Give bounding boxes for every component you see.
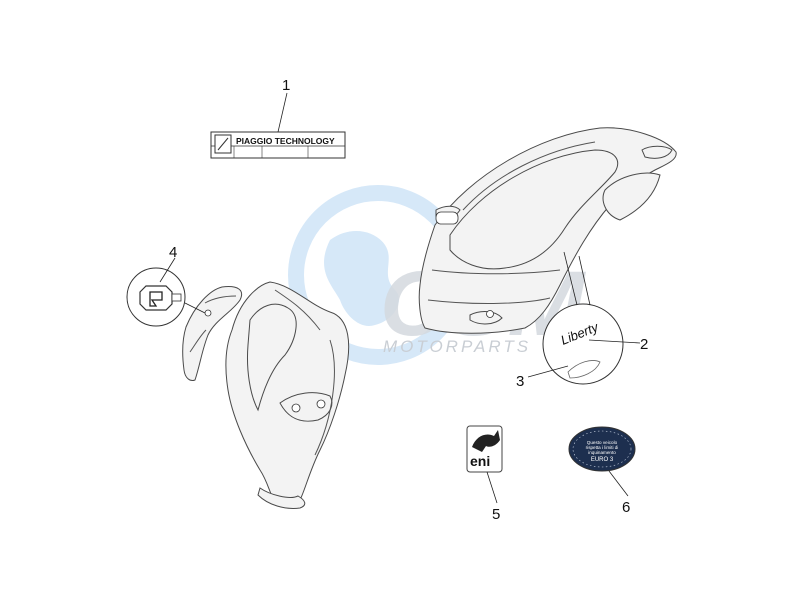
euro-line-1: Questo veicolo [587,440,618,445]
front-shield-part [225,281,350,509]
plate-text: PIAGGIO TECHNOLOGY [236,136,335,146]
part-numbers: 1 2 3 4 5 6 [169,77,648,523]
piaggio-emblem-icon [149,291,163,307]
euro-line-3: inquinamento [588,450,616,455]
watermark-sub-text: MOTORPARTS [383,337,531,356]
euro-line-2: rispetta i limiti di [586,445,619,450]
part-number-1: 1 [282,77,290,94]
part-number-5: 5 [492,506,500,523]
euro-line-4: EURO 3 [591,457,614,463]
part-number-2: 2 [640,336,648,353]
plate-part: PIAGGIO TECHNOLOGY [210,131,346,159]
leg-shield-part [418,127,677,334]
emblem-part [126,267,186,327]
badges-part: Liberty [542,251,624,385]
eni-sticker-part: eni [466,425,503,473]
eni-dog-icon [472,430,500,452]
euro-sticker-part: Questo veicolo rispetta i limiti di inqu… [568,426,636,472]
part-number-3: 3 [516,373,524,390]
badge-3-shape [567,360,601,379]
leader-lines [159,92,641,504]
eni-text: eni [470,453,490,469]
watermark-continents [324,230,399,326]
part-number-6: 6 [622,499,630,516]
part-number-4: 4 [169,244,177,261]
